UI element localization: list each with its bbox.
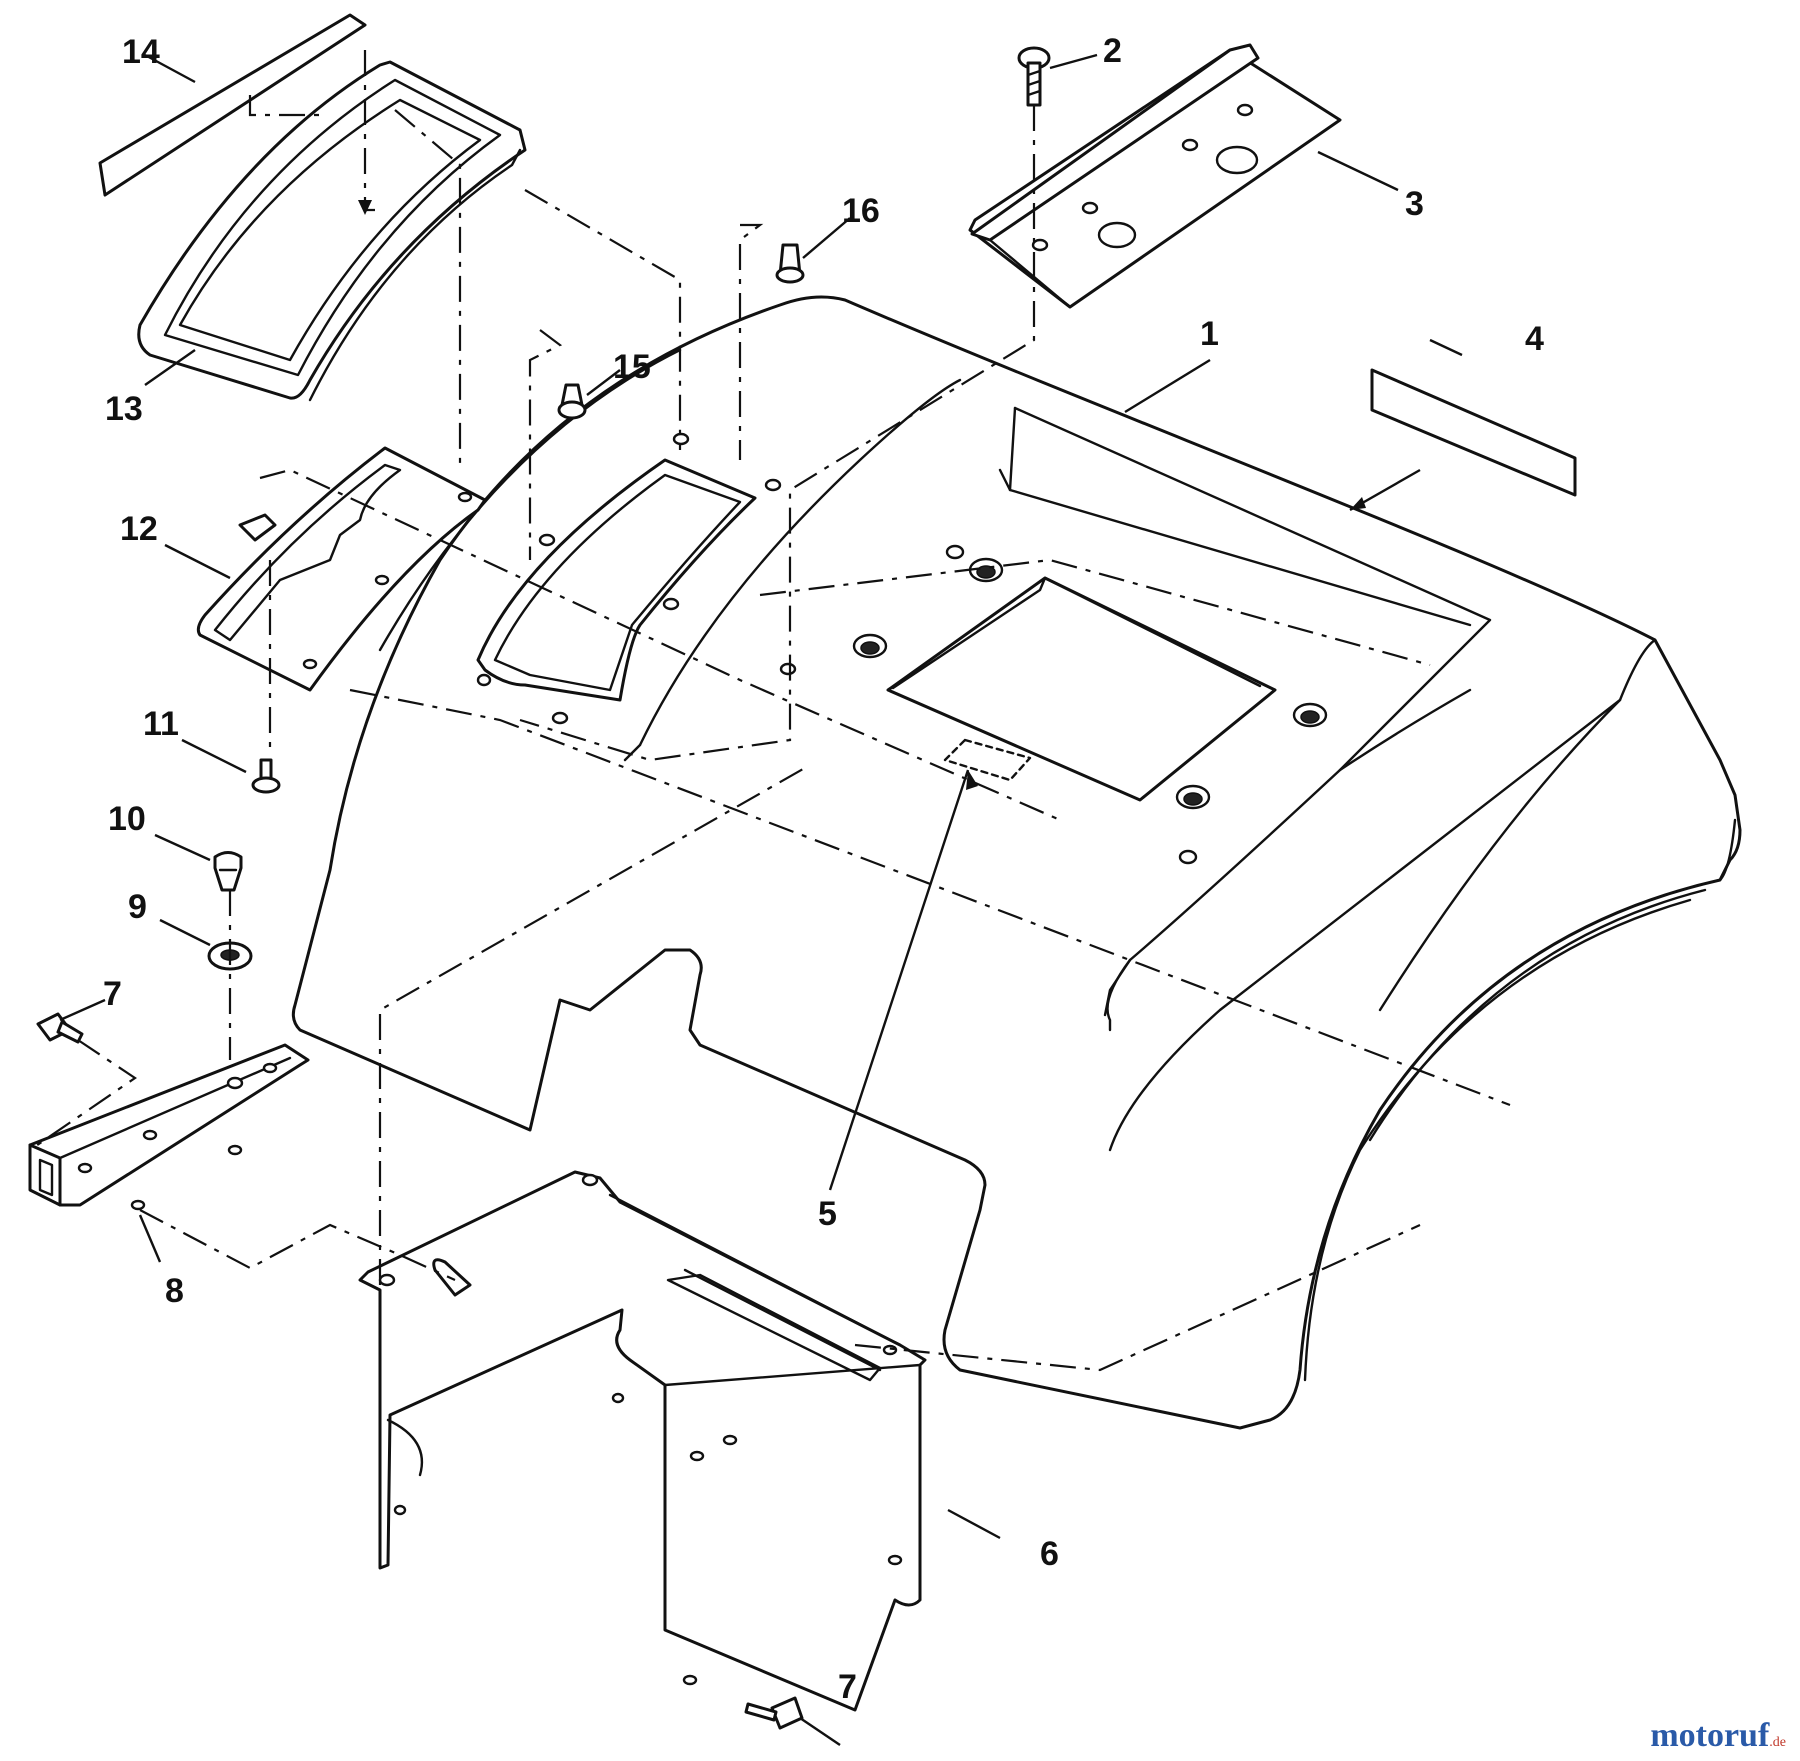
fender-holes [476,432,1328,865]
bolt-15 [557,383,587,420]
callout-14: 14 [122,33,160,71]
callout-7-upper: 7 [103,975,122,1013]
bolt-7-lower [744,1696,804,1730]
callout-labels: 1 2 3 4 5 6 7 7 8 9 10 11 12 13 14 15 16 [103,32,1544,1706]
callout-6: 6 [1040,1535,1059,1573]
callout-12: 12 [120,510,158,548]
callout-15: 15 [613,348,651,386]
callout-9: 9 [128,888,147,926]
bracket-8 [28,1043,310,1211]
callout-13: 13 [105,390,143,428]
callout-1: 1 [1200,315,1219,353]
bolt-2 [1017,46,1051,107]
callout-5: 5 [818,1195,837,1233]
callout-16: 16 [842,192,880,230]
decal-14 [98,13,367,197]
nut-10 [213,851,243,892]
decal-5-location [943,738,1032,782]
fender-opening [886,576,1277,802]
watermark: motoruf.de [1650,1717,1786,1755]
decal-4 [1370,368,1577,497]
callout-8: 8 [165,1272,184,1310]
bracket-6 [358,1170,927,1712]
callout-7-lower: 7 [838,1668,857,1706]
callout-2: 2 [1103,32,1122,70]
bracket-3 [968,43,1342,309]
callout-3: 3 [1405,185,1424,223]
fender-lever-slot [476,458,757,702]
callout-10: 10 [108,800,146,838]
callout-11: 11 [143,705,179,743]
bolt-7-upper [36,1012,84,1044]
leader-lines [59,53,1463,1746]
watermark-brand: motoruf [1650,1717,1770,1754]
callout-4: 4 [1525,320,1544,358]
watermark-suffix: .de [1769,1735,1786,1750]
bolt-16 [775,243,805,284]
screw-11 [251,758,281,794]
assembly-lines [29,50,1511,1372]
pedal-pad-13 [137,60,527,402]
